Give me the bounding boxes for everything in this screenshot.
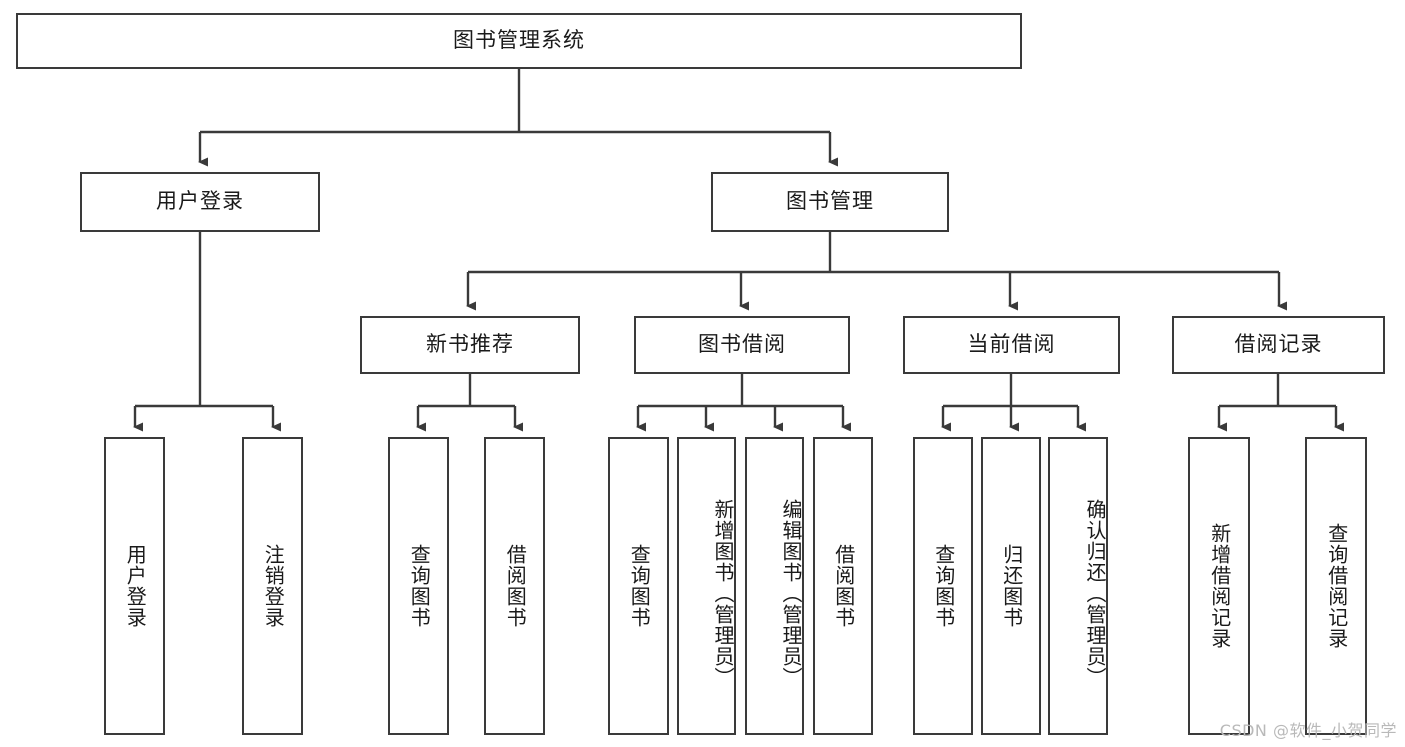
- node-label: 用户登录: [156, 189, 244, 214]
- leaf-borrow-book[interactable]: 借阅图书: [813, 437, 873, 735]
- node-label: 借阅图书: [831, 544, 856, 628]
- leaf-add-book-admin[interactable]: 新增图书（管理员）: [677, 437, 736, 735]
- node-label: 查询图书: [627, 544, 652, 628]
- watermark: CSDN @软件_小贺同学: [1219, 721, 1397, 740]
- node-label: 归还图书: [999, 544, 1024, 628]
- node-borrow-record[interactable]: 借阅记录: [1172, 316, 1385, 374]
- node-user-login[interactable]: 用户登录: [80, 172, 320, 232]
- leaf-logout[interactable]: 注销登录: [242, 437, 303, 735]
- node-label: 图书借阅: [698, 332, 786, 357]
- node-label: 图书管理系统: [453, 28, 585, 53]
- leaf-query-book-current[interactable]: 查询图书: [913, 437, 973, 735]
- leaf-add-borrow-record[interactable]: 新增借阅记录: [1188, 437, 1250, 735]
- node-new-book-recommend[interactable]: 新书推荐: [360, 316, 580, 374]
- node-label: 编辑图书（管理员）: [779, 498, 803, 688]
- node-label: 新增借阅记录: [1207, 523, 1232, 649]
- node-label: 图书管理: [786, 189, 874, 214]
- leaf-confirm-return-admin[interactable]: 确认归还（管理员）: [1048, 437, 1108, 735]
- node-label: 查询图书: [407, 544, 432, 628]
- node-book-management[interactable]: 图书管理: [711, 172, 949, 232]
- node-root[interactable]: 图书管理系统: [16, 13, 1022, 69]
- leaf-user-login[interactable]: 用户登录: [104, 437, 165, 735]
- node-label: 新增图书（管理员）: [711, 498, 735, 688]
- leaf-borrow-book-rec[interactable]: 借阅图书: [484, 437, 545, 735]
- node-current-borrow[interactable]: 当前借阅: [903, 316, 1120, 374]
- node-label: 注销登录: [261, 544, 286, 628]
- leaf-query-borrow-record[interactable]: 查询借阅记录: [1305, 437, 1367, 735]
- node-label: 查询借阅记录: [1324, 523, 1349, 649]
- node-label: 借阅图书: [503, 544, 528, 628]
- node-label: 查询图书: [931, 544, 956, 628]
- node-label: 新书推荐: [426, 332, 514, 357]
- node-book-borrow[interactable]: 图书借阅: [634, 316, 850, 374]
- leaf-edit-book-admin[interactable]: 编辑图书（管理员）: [745, 437, 804, 735]
- node-label: 借阅记录: [1234, 332, 1323, 357]
- leaf-query-book-rec[interactable]: 查询图书: [388, 437, 449, 735]
- leaf-return-book[interactable]: 归还图书: [981, 437, 1041, 735]
- node-label: 确认归还（管理员）: [1083, 498, 1107, 688]
- leaf-query-book-borrow[interactable]: 查询图书: [608, 437, 669, 735]
- node-label: 当前借阅: [967, 332, 1056, 357]
- node-label: 用户登录: [123, 544, 148, 628]
